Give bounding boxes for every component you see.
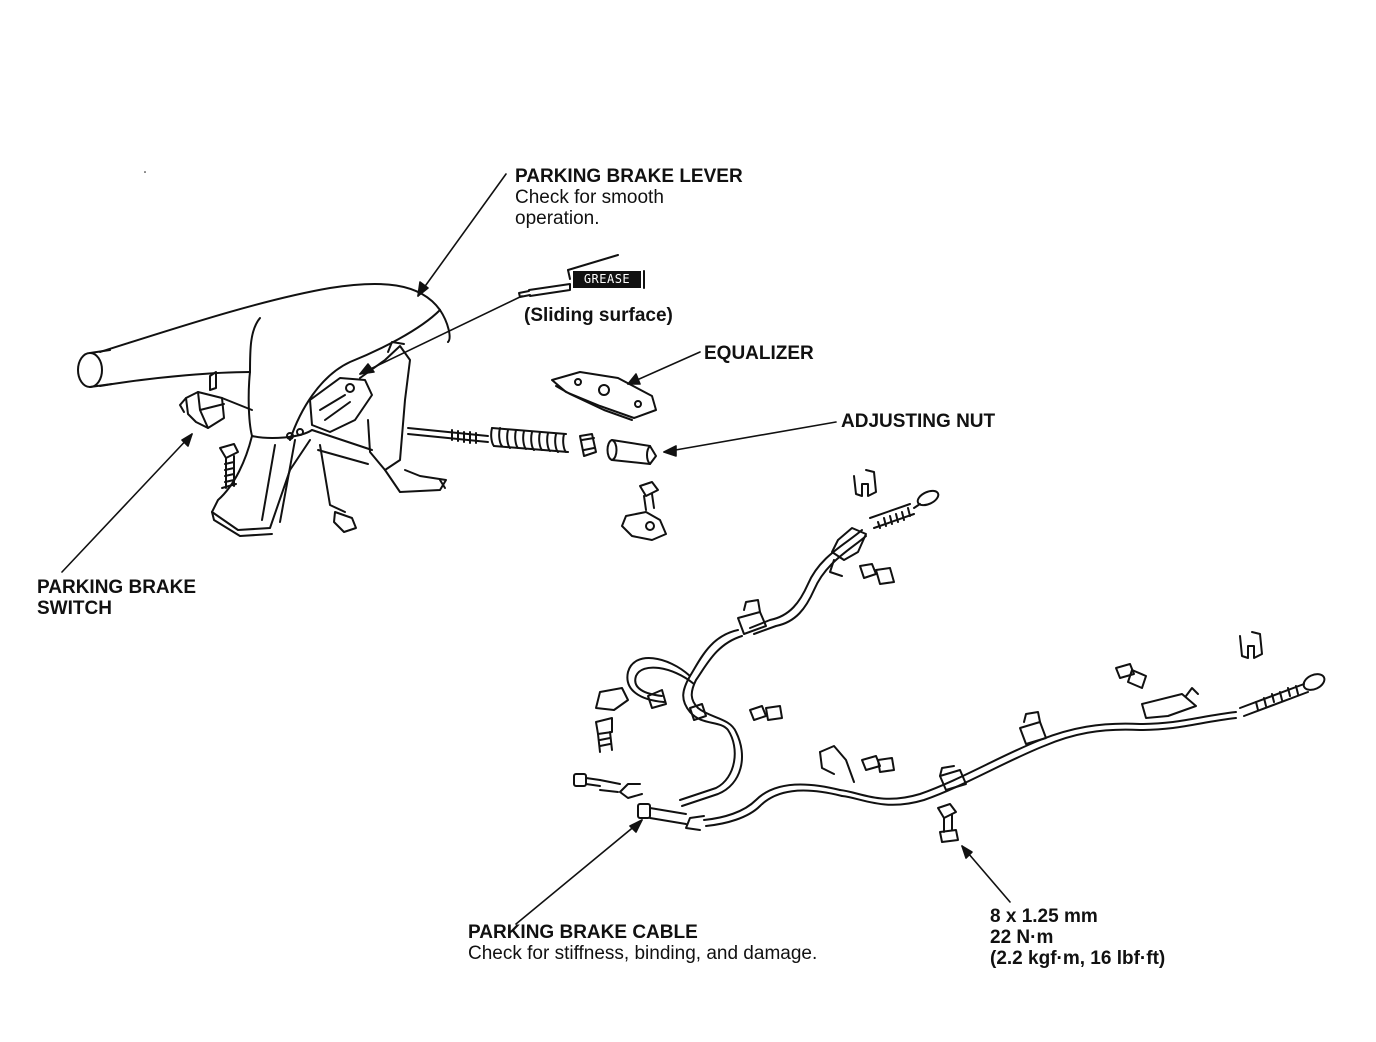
parking-brake-lever	[77, 282, 451, 537]
lever-label: PARKING BRAKE LEVER Check for smooth ope…	[515, 166, 743, 229]
lever-title: PARKING BRAKE LEVER	[515, 166, 743, 187]
torque-size: 8 x 1.25 mm	[990, 906, 1098, 927]
cable-bolts	[595, 563, 1147, 843]
torque-spec-label: 8 x 1.25 mm 22 N·m (2.2 kgf·m, 16 lbf·ft…	[990, 906, 1165, 969]
leader-lines	[61, 173, 1011, 925]
bracket-bolt-icon	[621, 481, 667, 541]
switch-title-line2: SWITCH	[37, 598, 112, 619]
parking-brake-switch-icon	[179, 371, 253, 489]
grease-applicator-icon	[518, 254, 645, 298]
grease-tag: GREASE	[573, 271, 641, 288]
retaining-clip-icon	[853, 469, 1263, 659]
cable-title: PARKING BRAKE CABLE	[468, 922, 698, 943]
sliding-surface-note: (Sliding surface)	[524, 305, 673, 326]
torque-imperial: (2.2 kgf·m, 16 lbf·ft)	[990, 948, 1166, 969]
equalizer-icon	[551, 371, 657, 421]
switch-title-line1: PARKING BRAKE	[37, 577, 197, 598]
cable-rod-and-spring	[407, 427, 597, 457]
equalizer-title: EQUALIZER	[704, 343, 814, 364]
equalizer-label: EQUALIZER	[704, 343, 814, 364]
grease-note: (Sliding surface)	[524, 305, 673, 326]
stray-dot	[144, 171, 146, 173]
lever-bolt-icon	[319, 444, 357, 533]
adjusting-nut-label: ADJUSTING NUT	[841, 411, 995, 432]
switch-label: PARKING BRAKE SWITCH	[37, 577, 196, 619]
lever-note-line2: operation.	[515, 208, 600, 229]
cable-note: Check for stiffness, binding, and damage…	[468, 943, 818, 964]
torque-nm: 22 N·m	[990, 927, 1054, 948]
adjusting-nut-title: ADJUSTING NUT	[841, 411, 996, 432]
parking-brake-cable-right	[637, 673, 1326, 831]
parking-brake-cable-left	[573, 489, 940, 807]
adjusting-nut-icon	[606, 439, 657, 465]
cable-label: PARKING BRAKE CABLE Check for stiffness,…	[468, 922, 817, 964]
lever-note-line1: Check for smooth	[515, 187, 664, 208]
